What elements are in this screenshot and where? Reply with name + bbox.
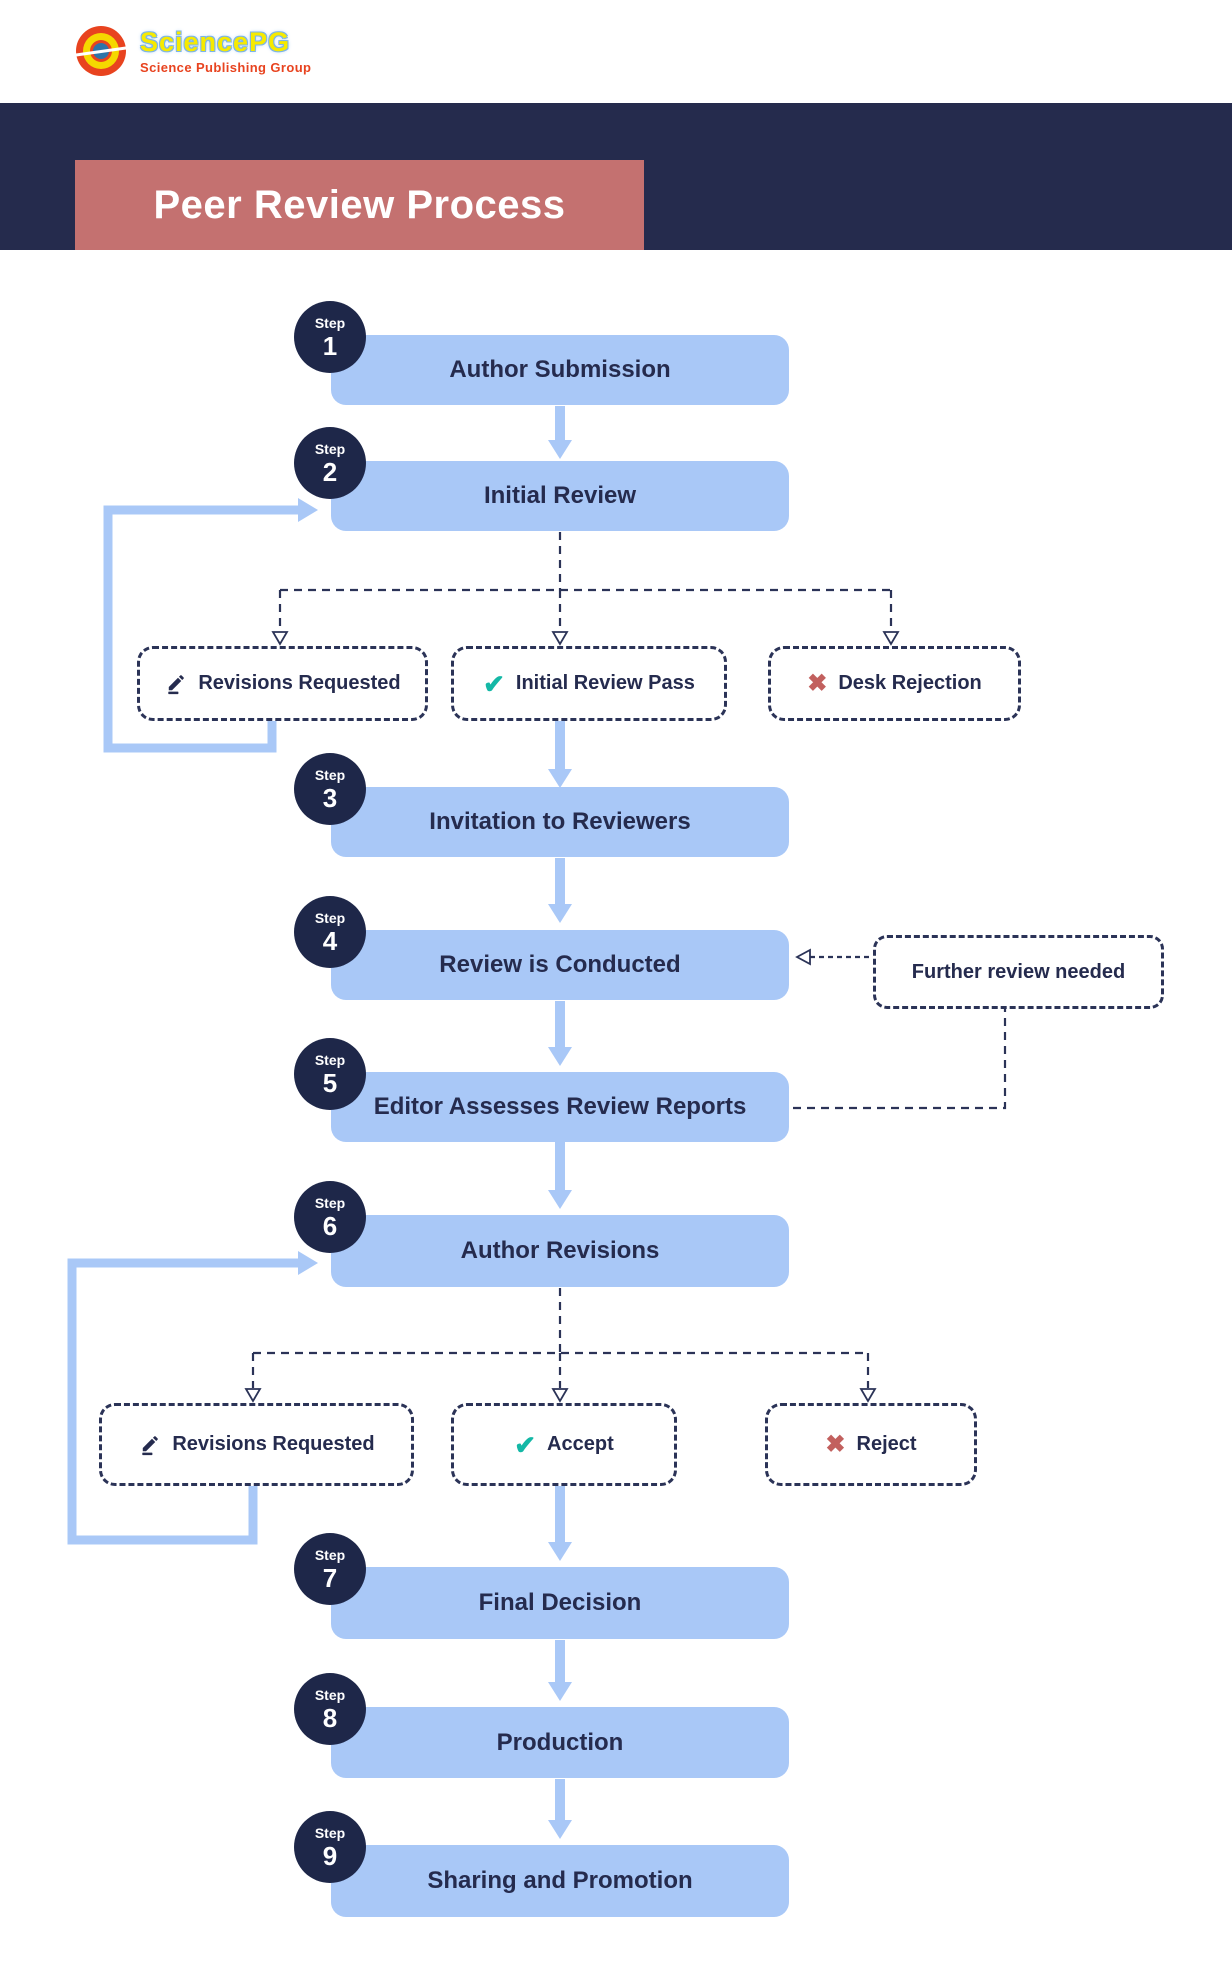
node-initial-review: Initial Review <box>331 461 789 531</box>
node-author-revisions: Author Revisions <box>331 1215 789 1287</box>
node-label: Invitation to Reviewers <box>429 808 691 835</box>
step-badge-8: Step 8 <box>294 1673 366 1745</box>
node-label: Author Revisions <box>460 1237 660 1264</box>
check-icon: ✔ <box>514 1429 537 1460</box>
step-badge-6: Step 6 <box>294 1181 366 1253</box>
callout-arrowhead <box>795 948 811 966</box>
step-badge-9: Step 9 <box>294 1811 366 1883</box>
branch-author-revisions-arrowheads <box>244 1388 877 1403</box>
node-sharing-and-promotion: Sharing and Promotion <box>331 1845 789 1917</box>
loop2-arrowhead <box>298 1251 318 1275</box>
loop-revisions-to-author-revisions <box>67 1258 300 1545</box>
node-label: Initial Review <box>483 482 637 509</box>
cross-icon: ✖ <box>825 1430 846 1458</box>
step-badge-3: Step 3 <box>294 753 366 825</box>
loop-revisions-to-initial-review <box>103 505 300 753</box>
logo: SciencePG Science Publishing Group <box>74 26 312 76</box>
branch-initial-review-lines <box>278 532 893 631</box>
brand-name: SciencePG <box>140 26 291 57</box>
loop1-arrowhead <box>298 498 318 522</box>
node-author-submission: Author Submission <box>331 335 789 405</box>
node-production: Production <box>331 1707 789 1778</box>
brand-tagline: Science Publishing Group <box>140 59 312 75</box>
step-badge-1: Step 1 <box>294 301 366 373</box>
check-icon: ✔ <box>483 668 505 699</box>
step-badge-7: Step 7 <box>294 1533 366 1605</box>
step-badge-5: Step 5 <box>294 1038 366 1110</box>
node-editor-assesses-review-reports: Editor Assesses Review Reports <box>331 1072 789 1142</box>
node-label: Review is Conducted <box>439 951 681 978</box>
step-arrowheads <box>548 440 572 1839</box>
logo-text: SciencePG Science Publishing Group <box>140 26 312 75</box>
node-label: Final Decision <box>478 1589 642 1616</box>
edit-icon <box>142 1436 159 1456</box>
branch-accept: ✔ Accept <box>451 1403 677 1486</box>
top-bar: SciencePG Science Publishing Group <box>0 0 1232 103</box>
branch-author-revisions-lines <box>251 1288 870 1388</box>
node-invitation-to-reviewers: Invitation to Reviewers <box>331 787 789 857</box>
node-label: Author Submission <box>449 356 671 383</box>
cross-icon: ✖ <box>807 669 828 697</box>
node-label: Sharing and Promotion <box>427 1867 693 1894</box>
branch-revisions-requested-1: Revisions Requested <box>137 646 428 721</box>
edit-icon <box>168 675 185 695</box>
branch-revisions-requested-2: Revisions Requested <box>99 1403 414 1486</box>
node-label: Production <box>496 1728 624 1756</box>
callout-further-review-needed: Further review needed <box>873 935 1164 1009</box>
branch-initial-review-arrowheads <box>271 631 900 646</box>
page-title: Peer Review Process <box>153 182 566 227</box>
step-badge-4: Step 4 <box>294 896 366 968</box>
node-review-is-conducted: Review is Conducted <box>331 930 789 1000</box>
node-label: Editor Assesses Review Reports <box>373 1093 747 1120</box>
branch-initial-review-pass: ✔ Initial Review Pass <box>451 646 727 721</box>
header-band: Peer Review Process <box>0 103 1232 250</box>
sciencepg-logo-icon <box>74 26 128 76</box>
node-final-decision: Final Decision <box>331 1567 789 1639</box>
title-box: Peer Review Process <box>75 160 644 250</box>
step-badge-2: Step 2 <box>294 427 366 499</box>
callout-return-line <box>790 1004 1007 1110</box>
branch-reject: ✖ Reject <box>765 1403 977 1486</box>
branch-desk-rejection: ✖ Desk Rejection <box>768 646 1021 721</box>
